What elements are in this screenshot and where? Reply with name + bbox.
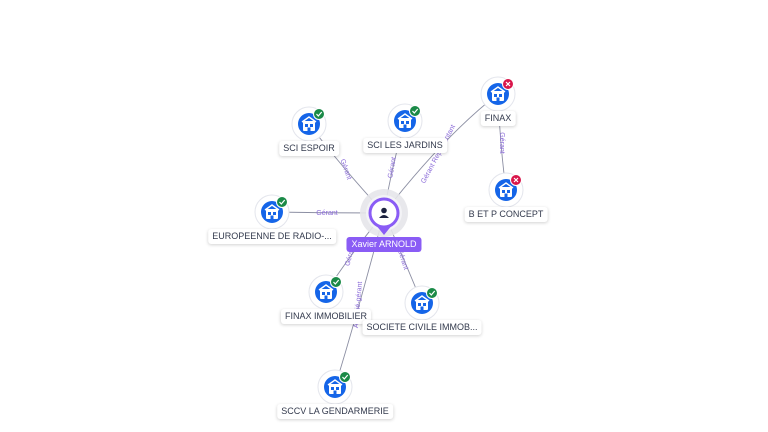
building-icon: [327, 379, 343, 394]
node-sccv-gendarmerie[interactable]: [317, 369, 353, 405]
edge-label-b-et-p-concept: Gérant: [498, 132, 505, 153]
building-icon: [490, 86, 506, 101]
check-badge-icon: [313, 108, 325, 120]
node-label-sccv-gendarmerie[interactable]: SCCV LA GENDARMERIE: [277, 404, 393, 419]
close-badge-icon: [510, 174, 522, 186]
edge-label-sci-espoir: Gérant: [338, 158, 352, 181]
node-sci-les-jardins[interactable]: [387, 103, 423, 139]
center-node-label[interactable]: Xavier ARNOLD: [346, 237, 422, 252]
node-label-societe-civile[interactable]: SOCIETE CIVILE IMMOB...: [362, 320, 482, 335]
check-badge-icon: [339, 371, 351, 383]
close-badge-icon: [502, 78, 514, 90]
building-icon: [264, 204, 280, 219]
node-b-et-p-concept[interactable]: [488, 172, 524, 208]
edge-label-sci-les-jardins: Gérant: [387, 157, 398, 179]
edge-label-finax: Gérant Représentant: [420, 124, 457, 185]
node-label-finax-immobilier[interactable]: FINAX IMMOBILIER: [280, 309, 372, 324]
building-icon: [301, 116, 317, 131]
check-badge-icon: [276, 196, 288, 208]
node-label-finax[interactable]: FINAX: [480, 111, 516, 126]
node-finax-immobilier[interactable]: [308, 274, 344, 310]
check-badge-icon: [409, 105, 421, 117]
node-label-b-et-p-concept[interactable]: B ET P CONCEPT: [464, 207, 548, 222]
person-icon: [379, 207, 389, 218]
node-europeenne[interactable]: [254, 194, 290, 230]
node-sci-espoir[interactable]: [291, 106, 327, 142]
node-societe-civile[interactable]: [404, 285, 440, 321]
edge-label-sccv-gendarmerie: Associé-gérant: [353, 281, 364, 328]
nodes-layer: [254, 76, 524, 405]
center-node[interactable]: [360, 189, 408, 237]
building-icon: [414, 295, 430, 310]
building-icon: [397, 113, 413, 128]
building-icon: [318, 284, 334, 299]
check-badge-icon: [426, 287, 438, 299]
node-label-sci-les-jardins[interactable]: SCI LES JARDINS: [363, 138, 447, 153]
node-label-europeenne[interactable]: EUROPEENNE DE RADIO-...: [208, 229, 336, 244]
building-icon: [498, 182, 514, 197]
node-label-sci-espoir[interactable]: SCI ESPOIR: [279, 141, 339, 156]
edge-label-europeenne: Gérant: [316, 210, 337, 217]
node-finax[interactable]: [480, 76, 516, 112]
check-badge-icon: [330, 276, 342, 288]
